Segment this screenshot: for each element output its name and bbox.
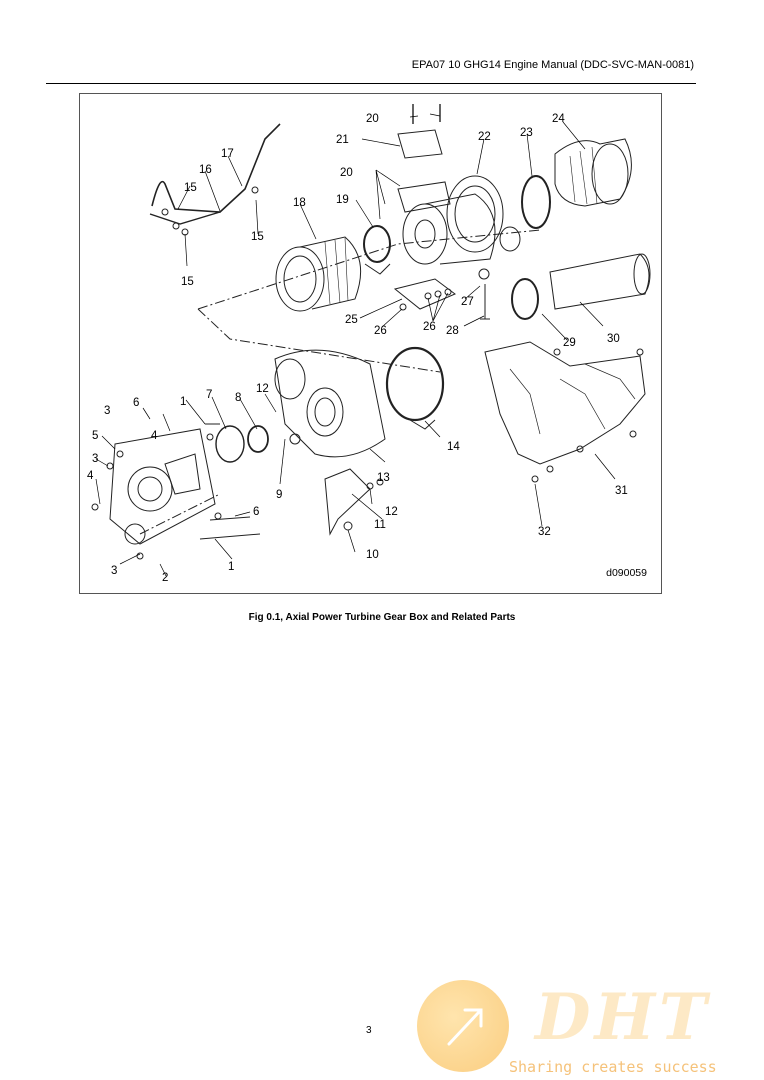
assembly-line-upper [197, 229, 541, 310]
header-divider [46, 83, 696, 84]
callout-20-top: 20 [366, 113, 379, 125]
watermark-tagline: Sharing creates success [509, 1058, 717, 1076]
callout-32: 32 [538, 526, 551, 538]
exploded-view-drawing: 20 21 22 23 24 20 17 16 15 19 18 15 15 2… [87, 104, 651, 584]
callout-31: 31 [615, 485, 628, 497]
callout-1-bottom: 1 [228, 561, 234, 573]
callout-20-mid: 20 [340, 167, 353, 179]
callout-17: 17 [221, 148, 234, 160]
callout-1-top: 1 [180, 396, 186, 408]
callout-7: 7 [206, 389, 212, 401]
callout-12-lower: 12 [385, 506, 398, 518]
oil-line-tube [151, 123, 281, 213]
callout-4-top: 4 [151, 430, 158, 442]
callout-12-upper: 12 [256, 383, 269, 395]
callout-16: 16 [199, 164, 212, 176]
callout-15-right: 15 [251, 231, 264, 243]
watermark-circle [417, 980, 509, 1072]
callout-28: 28 [446, 325, 459, 337]
watermark-logo: DHT [535, 980, 711, 1055]
callout-8: 8 [235, 392, 241, 404]
callout-11: 11 [374, 519, 386, 531]
callout-3-bottom: 3 [111, 565, 117, 577]
callout-21: 21 [336, 134, 349, 146]
callout-14: 14 [447, 441, 460, 453]
watermark: DHT Sharing creates success [415, 978, 764, 1080]
callout-26-right: 26 [423, 321, 436, 333]
callout-19: 19 [336, 194, 349, 206]
callout-3-top: 3 [104, 405, 110, 417]
callout-30: 30 [607, 333, 620, 345]
page-number: 3 [366, 1025, 372, 1036]
callout-9: 9 [276, 489, 282, 501]
callout-15-lower: 15 [181, 276, 194, 288]
watermark-arrow-icon [447, 1008, 483, 1046]
callout-29: 29 [563, 337, 576, 349]
callout-10: 10 [366, 549, 379, 561]
header-title: EPA07 10 GHG14 Engine Manual (DDC-SVC-MA… [411, 59, 694, 71]
callout-6-top: 6 [133, 397, 139, 409]
callout-26-left: 26 [374, 325, 387, 337]
callout-24: 24 [552, 113, 565, 125]
exploded-view-figure: 20 21 22 23 24 20 17 16 15 19 18 15 15 2… [79, 93, 662, 594]
callout-13: 13 [377, 472, 390, 484]
callout-3-mid: 3 [92, 453, 98, 465]
callout-6-lower: 6 [253, 506, 259, 518]
figure-id: d090059 [606, 567, 647, 579]
callout-18: 18 [293, 197, 306, 209]
assembly-line-middle [197, 308, 441, 373]
callout-27: 27 [461, 296, 474, 308]
callout-22: 22 [478, 131, 491, 143]
callout-23: 23 [520, 127, 533, 139]
callout-2: 2 [162, 572, 168, 584]
callout-25: 25 [345, 314, 358, 326]
oil-line-branch [149, 211, 221, 225]
figure-caption: Fig 0.1, Axial Power Turbine Gear Box an… [248, 612, 516, 623]
callout-4-left: 4 [87, 470, 94, 482]
callout-15-upper: 15 [184, 182, 197, 194]
callout-5: 5 [92, 430, 98, 442]
assembly-line-lower [139, 493, 221, 535]
